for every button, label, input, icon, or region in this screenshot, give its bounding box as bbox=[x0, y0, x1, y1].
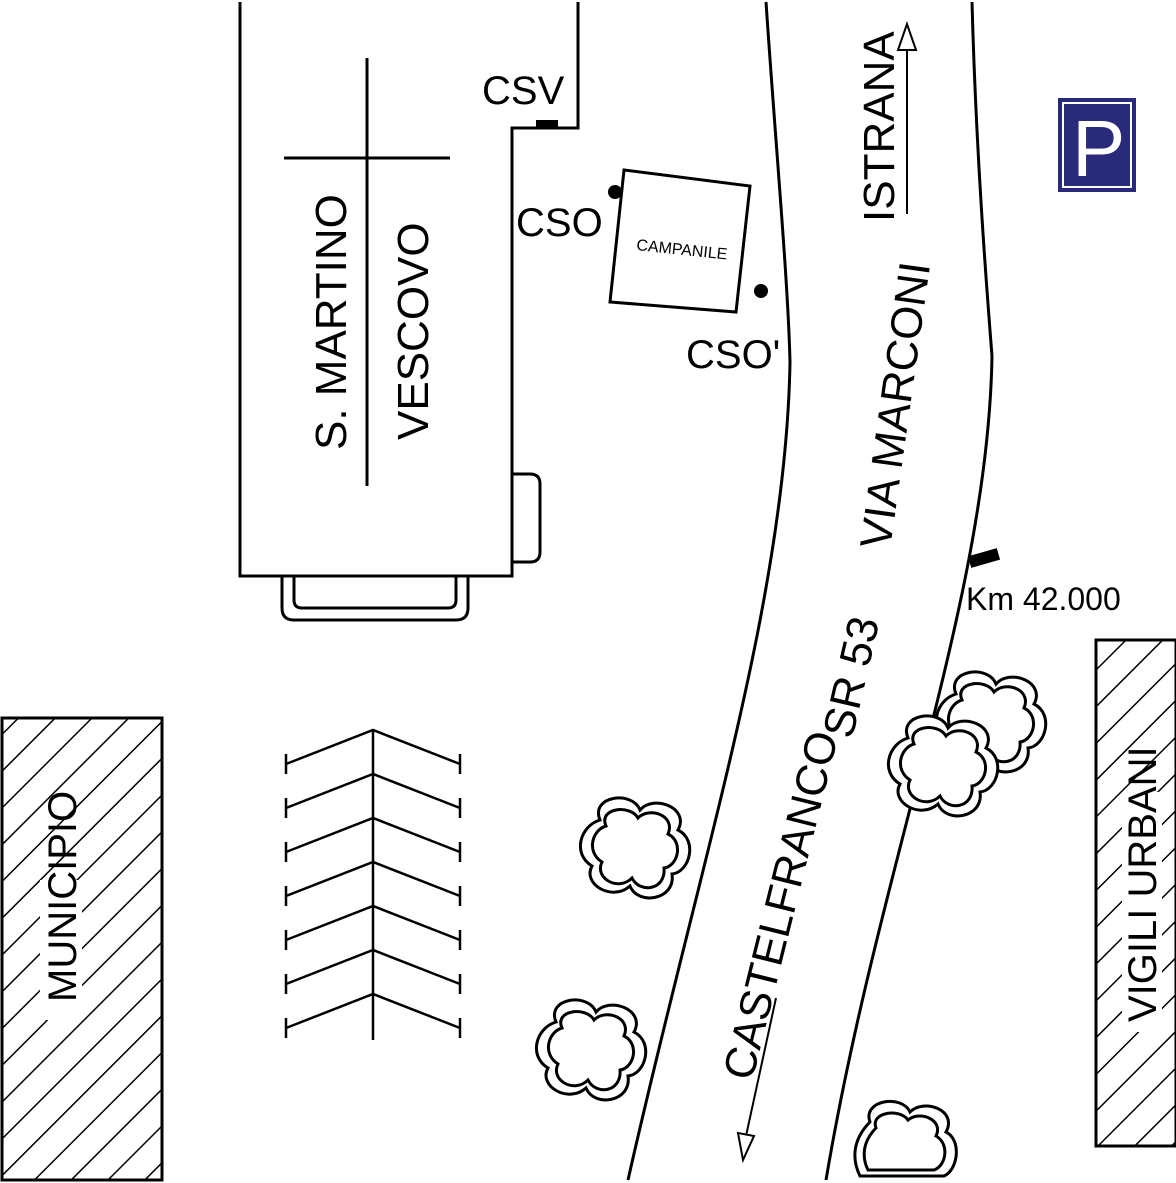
vigili-urbani-label: VIGILI URBANI bbox=[1121, 746, 1165, 1022]
cso-label-right: CSO' bbox=[686, 333, 780, 377]
parking-stalls bbox=[284, 728, 462, 1040]
road-sr53 bbox=[626, 1, 994, 1181]
municipio-label: MUNICIPIO bbox=[41, 791, 85, 1002]
direction-arrow-icon bbox=[736, 997, 777, 1164]
km-label: Km 42.000 bbox=[966, 581, 1121, 617]
parking-sign-icon bbox=[1058, 98, 1136, 192]
vigili-urbani-building bbox=[1094, 638, 1176, 1148]
tree-icon bbox=[535, 998, 648, 1102]
tree-icon bbox=[887, 714, 1000, 818]
church-label-line1: S. MARTINO bbox=[307, 194, 356, 450]
sr53-label: SR 53 bbox=[814, 612, 889, 742]
csv-marker bbox=[536, 120, 558, 129]
tree-icon bbox=[853, 1099, 958, 1178]
direction-arrow-icon bbox=[896, 20, 918, 214]
csv-label: CSV bbox=[482, 69, 565, 113]
campanile-building bbox=[608, 168, 752, 314]
castelfranco-label: CASTELFRANCO bbox=[714, 726, 848, 1084]
church-building bbox=[238, 2, 580, 622]
cso-marker-left bbox=[608, 185, 622, 199]
cso-label-left: CSO bbox=[516, 201, 603, 245]
cso-marker-right bbox=[754, 284, 768, 298]
municipio-building bbox=[0, 716, 164, 1182]
tree-icon bbox=[579, 796, 692, 900]
km-marker bbox=[967, 548, 1001, 568]
via-marconi-label: VIA MARCONI bbox=[851, 259, 940, 552]
church-label-line2: VESCOVO bbox=[389, 222, 438, 440]
istrana-label: ISTRANA bbox=[855, 31, 904, 222]
parking-letter: P bbox=[1072, 104, 1125, 193]
